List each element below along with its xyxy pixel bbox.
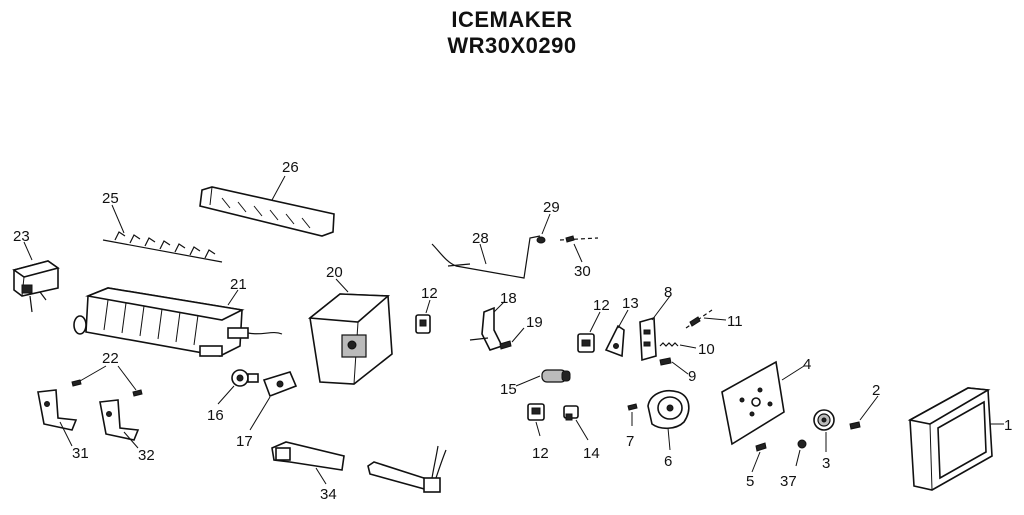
label-8: 8 — [664, 284, 672, 301]
label-25: 25 — [102, 190, 119, 207]
label-29: 29 — [543, 199, 560, 216]
part-7-screw — [627, 403, 638, 426]
label-18: 18 — [500, 290, 517, 307]
part-12-switch-bottom — [527, 403, 545, 437]
label-37: 37 — [780, 473, 797, 490]
part-12-switch-mid — [577, 311, 601, 353]
label-15: 15 — [500, 381, 517, 398]
part-3-knob — [813, 409, 835, 452]
label-28: 28 — [472, 230, 489, 247]
part-23-fill-cup — [12, 241, 60, 313]
label-34: 34 — [320, 486, 337, 503]
part-21-ice-mold — [73, 287, 283, 357]
part-4-plate — [721, 360, 805, 446]
part-8-support — [639, 295, 671, 362]
label-5: 5 — [746, 473, 754, 490]
label-19: 19 — [526, 314, 543, 331]
part-14-clip — [563, 405, 589, 441]
part-12-switch-top — [415, 299, 431, 334]
label-11: 11 — [727, 313, 743, 330]
label-2: 2 — [872, 382, 880, 399]
label-16: 16 — [207, 407, 224, 424]
part-32-bracket — [99, 399, 140, 449]
label-21: 21 — [230, 276, 247, 293]
label-9: 9 — [688, 368, 696, 385]
part-16-gear — [217, 369, 259, 405]
label-31: 31 — [72, 445, 89, 462]
part-28-arm — [431, 235, 541, 279]
label-6: 6 — [664, 453, 672, 470]
part-19-screw — [499, 327, 525, 350]
part-18-lever — [469, 301, 505, 351]
part-25-ejector — [102, 204, 223, 263]
label-22: 22 — [102, 350, 119, 367]
part-6-motor — [647, 390, 690, 451]
diagram-model-number: WR30X0290 — [447, 33, 577, 58]
label-1: 1 — [1004, 417, 1012, 434]
part-15-terminal — [515, 369, 571, 387]
part-2-screw — [849, 395, 879, 430]
label-12-top: 12 — [421, 285, 438, 302]
label-7: 7 — [626, 433, 634, 450]
label-17: 17 — [236, 433, 253, 450]
part-22-screws — [71, 365, 143, 397]
label-12-bottom: 12 — [532, 445, 549, 462]
label-13: 13 — [622, 295, 639, 312]
part-9-screw — [659, 357, 689, 375]
label-30: 30 — [574, 263, 591, 280]
label-32: 32 — [138, 447, 155, 464]
label-20: 20 — [326, 264, 343, 281]
part-17-clip — [249, 371, 298, 431]
part-37-nut — [795, 439, 807, 467]
label-26: 26 — [282, 159, 299, 176]
part-31-bracket — [37, 389, 78, 447]
label-14: 14 — [583, 445, 600, 462]
part-11-screw — [685, 309, 727, 329]
part-30-screw — [559, 235, 599, 263]
part-26-cover — [199, 175, 335, 237]
part-10-spring — [659, 342, 697, 349]
part-29-nut — [536, 213, 551, 244]
part-20-housing — [307, 278, 393, 385]
part-34-harness — [271, 441, 345, 485]
label-12-mid: 12 — [593, 297, 610, 314]
part-wire-harness — [367, 445, 447, 493]
part-1-cover — [907, 387, 1004, 491]
label-4: 4 — [803, 356, 811, 373]
label-10: 10 — [698, 341, 715, 358]
diagram-title: ICEMAKER — [451, 7, 573, 32]
label-3: 3 — [822, 455, 830, 472]
part-5-screw — [751, 442, 767, 473]
label-23: 23 — [13, 228, 30, 245]
part-13-cam — [604, 309, 629, 358]
